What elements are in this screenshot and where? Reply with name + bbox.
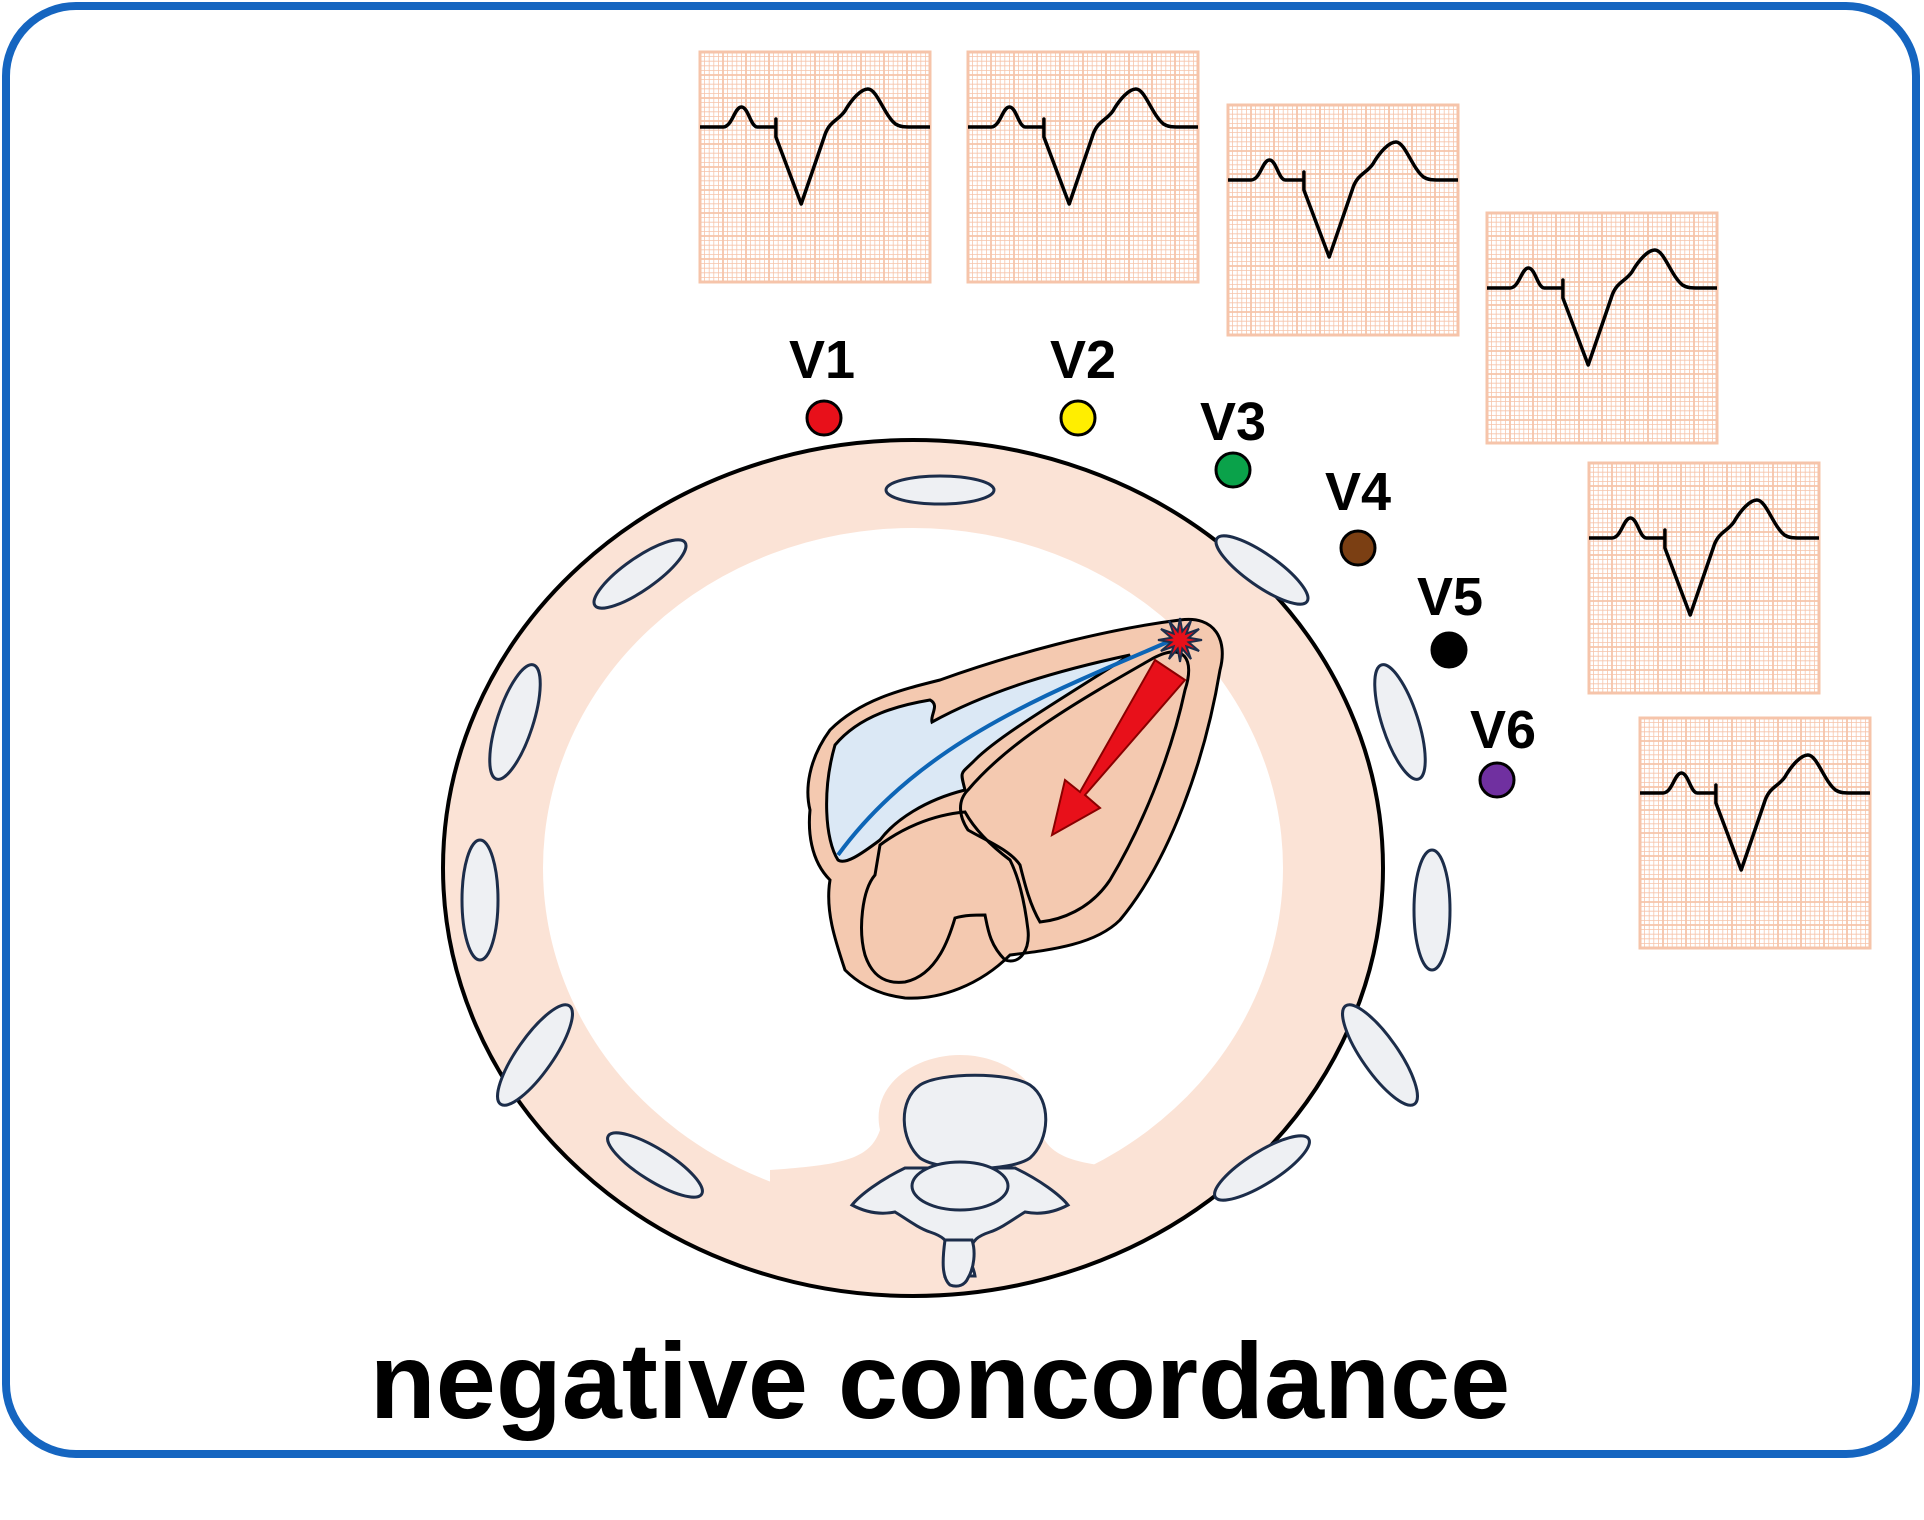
impulse-origin-starburst	[1157, 617, 1203, 663]
rib	[488, 663, 542, 781]
heart	[806, 617, 1224, 1000]
spinous-process	[941, 1238, 976, 1288]
rib	[1412, 848, 1452, 972]
rib	[1373, 663, 1427, 781]
lead-label-v1: V1	[789, 330, 855, 390]
rib	[1213, 1134, 1311, 1202]
starburst-icon	[1157, 617, 1203, 663]
rib	[1214, 534, 1310, 606]
activation-vector-arrow	[1050, 658, 1187, 837]
thorax-cross-section	[441, 438, 1452, 1298]
atria	[860, 810, 1030, 984]
rib	[1341, 1003, 1419, 1107]
ecg-strip-v1	[698, 50, 932, 284]
thorax-outline	[441, 438, 1385, 1298]
left-ventricle-cavity	[959, 650, 1191, 924]
electrode-v5	[1430, 631, 1468, 669]
electrode-v4	[1339, 529, 1377, 567]
lead-label-v3: V3	[1200, 392, 1266, 452]
ecg-trace	[1228, 140, 1458, 259]
rib	[496, 1003, 574, 1107]
arrow-icon	[1050, 658, 1187, 837]
electrode-v1	[805, 399, 843, 437]
ribs	[460, 474, 1452, 1202]
ecg-trace	[968, 87, 1198, 206]
ecg-strip-v4	[1485, 211, 1719, 445]
ecg-trace	[1487, 248, 1717, 367]
rib	[460, 838, 500, 962]
rib	[592, 538, 688, 610]
rib	[606, 1131, 704, 1199]
rib	[884, 474, 996, 506]
ecg-trace	[1589, 498, 1819, 617]
lead-label-v6: V6	[1470, 700, 1536, 760]
ecg-trace	[1640, 753, 1870, 872]
vertebral-body	[902, 1073, 1048, 1170]
spinal-canal	[910, 1160, 1010, 1212]
right-ventricle-cavity	[825, 653, 1131, 863]
lead-label-v4: V4	[1325, 462, 1391, 522]
electrode-v3	[1214, 451, 1252, 489]
electrode-v6	[1478, 761, 1516, 799]
conduction-pathway	[836, 638, 1173, 857]
ecg-strip-v2	[966, 50, 1200, 284]
lead-label-v2: V2	[1050, 330, 1116, 390]
ecg-strips	[698, 50, 1872, 950]
ecg-strip-v6	[1638, 716, 1872, 950]
lead-label-v5: V5	[1417, 567, 1483, 627]
vertebra	[849, 1073, 1071, 1288]
ecg-strip-v3	[1226, 103, 1460, 337]
ecg-trace	[700, 87, 930, 206]
diagram-caption: negative concordance	[370, 1320, 1510, 1441]
ecg-strip-v5	[1587, 461, 1821, 695]
electrode-v2	[1059, 399, 1097, 437]
